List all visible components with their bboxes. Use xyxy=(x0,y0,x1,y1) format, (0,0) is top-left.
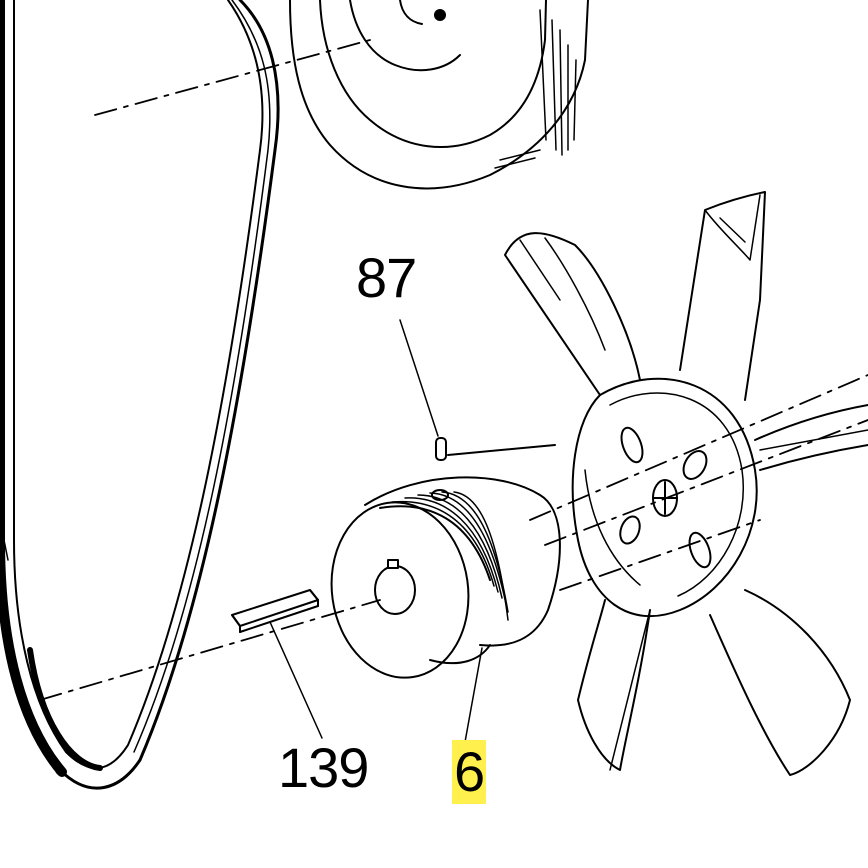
callout-part-6: 6 xyxy=(452,740,487,804)
leader-lines xyxy=(270,320,482,742)
callout-part-6-highlight: 6 xyxy=(452,740,487,804)
key-part xyxy=(232,590,318,632)
set-screw xyxy=(436,438,555,460)
callout-part-139: 139 xyxy=(278,736,369,799)
axis-centerlines xyxy=(40,40,868,700)
drive-belt xyxy=(0,0,278,788)
callout-part-87: 87 xyxy=(356,246,417,309)
small-pulley xyxy=(320,477,559,686)
fan xyxy=(505,192,868,775)
upper-pulley xyxy=(290,0,588,188)
